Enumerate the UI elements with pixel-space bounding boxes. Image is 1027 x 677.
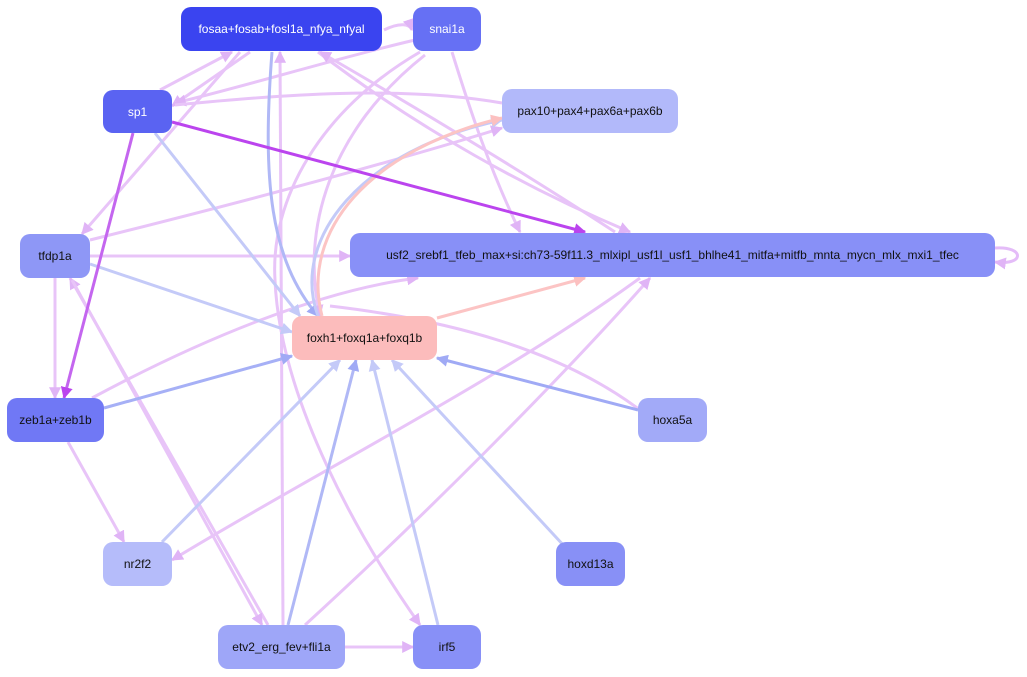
node-zeb1a-zeb1b[interactable]: zeb1a+zeb1b	[7, 398, 104, 442]
edge	[70, 279, 264, 627]
node-snai1a[interactable]: snai1a	[413, 7, 481, 51]
node-tfdp1a[interactable]: tfdp1a	[20, 234, 90, 278]
edge	[266, 51, 320, 317]
node-label: hoxd13a	[567, 557, 614, 571]
edge	[273, 50, 422, 626]
node-label: nr2f2	[123, 557, 152, 571]
node-sp1[interactable]: sp1	[103, 90, 172, 133]
node-label: foxh1+foxq1a+foxq1b	[306, 331, 423, 345]
node-label: zeb1a+zeb1b	[19, 413, 92, 427]
edge	[171, 120, 587, 236]
node-pax10-pax4-pax6a-pax6b[interactable]: pax10+pax4+pax6a+pax6b	[502, 89, 678, 133]
edge	[160, 358, 342, 544]
node-label: irf5	[438, 640, 456, 654]
edge	[450, 51, 522, 234]
edge	[993, 246, 1019, 270]
node-label: tfdp1a	[38, 249, 72, 263]
edge	[153, 132, 302, 317]
node-usf2-srebf1-tfeb-complex[interactable]: usf2_srebf1_tfeb_max+si:ch73-59f11.3_mlx…	[350, 233, 995, 277]
node-etv2-erg-fev-fli1a[interactable]: etv2_erg_fev+fli1a	[218, 625, 345, 669]
edge	[159, 50, 234, 92]
node-label: usf2_srebf1_tfeb_max+si:ch73-59f11.3_mlx…	[386, 248, 959, 262]
edge	[390, 358, 568, 550]
edge	[318, 50, 616, 234]
edge	[174, 91, 503, 107]
node-nr2f2[interactable]: nr2f2	[103, 542, 172, 586]
edge	[80, 51, 242, 235]
edge	[316, 114, 504, 317]
edge	[303, 277, 652, 627]
edge	[436, 275, 587, 320]
node-label: pax10+pax4+pax6a+pax6b	[517, 104, 663, 118]
node-label: fosaa+fosab+fosl1a_nfya_nfyal	[198, 22, 365, 36]
node-label: snai1a	[429, 22, 465, 36]
edge	[60, 132, 135, 400]
edge	[383, 17, 415, 32]
node-hoxa5a[interactable]: hoxa5a	[638, 398, 707, 442]
node-irf5[interactable]: irf5	[413, 625, 481, 669]
edge	[329, 304, 641, 412]
node-label: sp1	[127, 104, 148, 119]
edge	[170, 276, 641, 562]
edge	[89, 262, 294, 335]
node-foxh1-foxq1a-foxq1b[interactable]: foxh1+foxq1a+foxq1b	[292, 316, 437, 360]
edge	[286, 358, 360, 626]
node-hoxd13a[interactable]: hoxd13a	[556, 542, 625, 586]
node-fosaa-fosab-fosl1a-nfya-nfyal[interactable]: fosaa+fosab+fosl1a_nfya_nfyal	[181, 7, 382, 51]
edge	[66, 441, 126, 544]
edge	[103, 353, 294, 410]
node-label: hoxa5a	[652, 413, 693, 427]
edge	[89, 125, 504, 242]
edge	[435, 354, 639, 412]
node-label: etv2_erg_fev+fli1a	[232, 640, 331, 654]
edge	[311, 53, 426, 318]
edge	[368, 358, 440, 626]
edge	[310, 116, 504, 317]
